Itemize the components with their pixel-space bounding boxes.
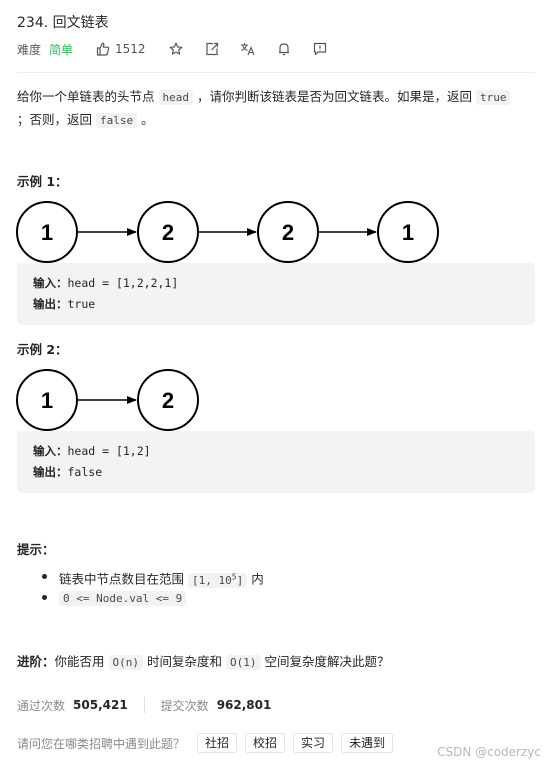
- example-2-heading: 示例 2：: [17, 342, 68, 357]
- stats-divider: [143, 697, 145, 713]
- svg-text:2: 2: [282, 220, 294, 245]
- survey-question: 请问您在哪类招聘中遇到此题？: [17, 736, 186, 751]
- hints-list: 链表中节点数目在范围 [1, 105] 内 0 <= Node.val <= 9: [33, 566, 264, 608]
- problem-meta-bar: 难度 简单 1512: [17, 40, 328, 58]
- svg-text:1: 1: [402, 220, 414, 245]
- hint-item: 链表中节点数目在范围 [1, 105] 内: [33, 566, 264, 588]
- example-2-input: head = [1,2]: [67, 444, 151, 458]
- svg-text:1: 1: [41, 220, 53, 245]
- problem-description: 给你一个单链表的头节点 head ，请你判断该链表是否为回文链表。如果是，返回 …: [17, 86, 537, 132]
- code-false: false: [96, 113, 138, 128]
- hints-heading: 提示：: [17, 542, 55, 557]
- tag-campus-recruit[interactable]: 校招: [245, 733, 286, 753]
- tag-not-encountered[interactable]: 未遇到: [341, 733, 394, 753]
- example-1-heading: 示例 1：: [17, 174, 68, 189]
- header-divider: [17, 72, 535, 73]
- accepted-label: 通过次数: [17, 698, 66, 713]
- example-2-output: false: [67, 465, 103, 479]
- list-node: 2: [257, 201, 319, 263]
- list-node: 1: [377, 201, 439, 263]
- tag-social-recruit[interactable]: 社招: [197, 733, 238, 753]
- example-1-linked-list-diagram: 1 2 2 1: [16, 201, 439, 263]
- hint-item: 0 <= Node.val <= 9: [33, 587, 264, 608]
- example-2-code-block: 输入：head = [1,2] 输出：false: [17, 431, 535, 493]
- interview-survey: 请问您在哪类招聘中遇到此题？ 社招 校招 实习 未遇到: [17, 733, 401, 753]
- list-node: 2: [137, 369, 199, 431]
- code-true: true: [475, 90, 511, 105]
- svg-text:1: 1: [41, 388, 53, 413]
- advanced-note: 进阶：你能否用 O(n) 时间复杂度和 O(1) 空间复杂度解决此题？: [17, 654, 390, 670]
- accepted-count: 505,421: [73, 698, 128, 712]
- tag-internship[interactable]: 实习: [293, 733, 334, 753]
- submitted-label: 提交次数: [160, 698, 209, 713]
- feedback-icon[interactable]: [312, 41, 328, 57]
- translate-icon[interactable]: [240, 41, 256, 57]
- svg-text:2: 2: [162, 388, 174, 413]
- problem-title: 234. 回文链表: [17, 15, 109, 31]
- submission-stats: 通过次数 505,421 提交次数 962,801: [17, 696, 271, 714]
- list-node: 2: [137, 201, 199, 263]
- example-2-linked-list-diagram: 1 2: [16, 369, 199, 431]
- thumbs-up-icon[interactable]: [95, 41, 111, 57]
- list-node: 1: [16, 369, 78, 431]
- share-icon[interactable]: [204, 41, 220, 57]
- star-icon[interactable]: [168, 41, 184, 57]
- bell-icon[interactable]: [276, 41, 292, 57]
- like-count: 1512: [115, 42, 146, 56]
- example-1-code-block: 输入：head = [1,2,2,1] 输出：true: [17, 263, 535, 325]
- svg-text:2: 2: [162, 220, 174, 245]
- example-1-input: head = [1,2,2,1]: [67, 276, 179, 290]
- submitted-count: 962,801: [216, 698, 272, 712]
- difficulty-badge: 简单: [49, 42, 74, 57]
- difficulty-label: 难度: [17, 42, 42, 57]
- watermark: CSDN @coderzyc: [437, 745, 541, 759]
- code-head: head: [158, 90, 193, 105]
- example-1-output: true: [67, 297, 96, 311]
- list-node: 1: [16, 201, 78, 263]
